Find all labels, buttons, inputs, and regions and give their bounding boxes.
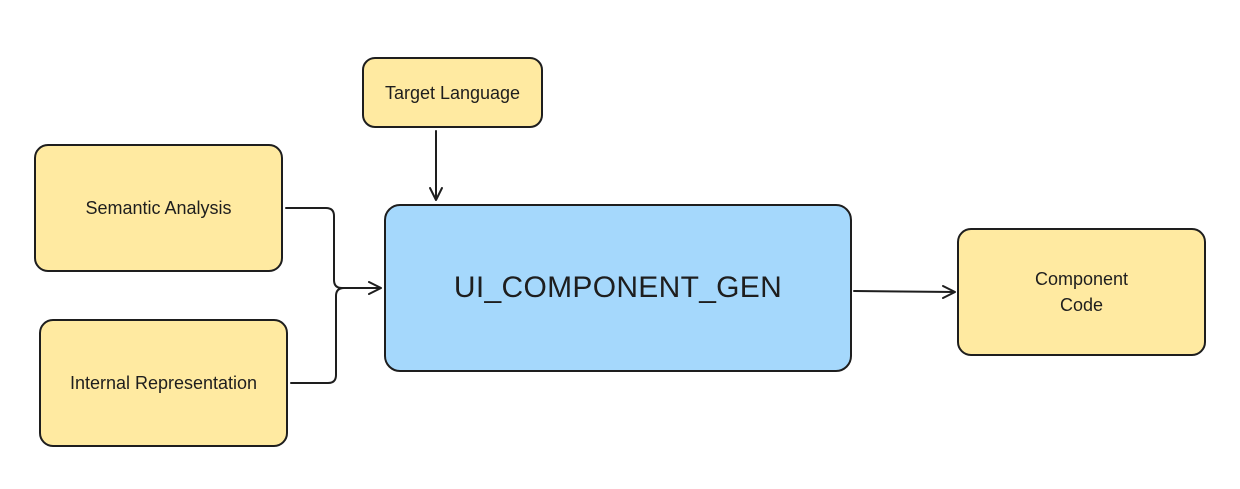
semantic-analysis-node[interactable]: Semantic Analysis (34, 144, 283, 272)
target-language-label: Target Language (384, 82, 521, 103)
internal-representation-node[interactable]: Internal Representation (39, 319, 288, 447)
edge-semantic-analysis-to-main (285, 207, 381, 289)
ui-component-gen-node[interactable]: UI_COMPONENT_GEN (384, 204, 852, 372)
arrowhead-component-code (942, 285, 956, 299)
ui-component-gen-label: UI_COMPONENT_GEN (453, 271, 783, 304)
edge-internal-representation-to-main (290, 287, 381, 384)
component-code-label: Component Code (1034, 269, 1129, 315)
arrowhead-target-language (429, 187, 443, 201)
component-code-node[interactable]: Component Code (957, 228, 1206, 356)
edge-main-to-component-code (853, 290, 955, 293)
target-language-node[interactable]: Target Language (362, 57, 543, 128)
arrowhead-main-input (368, 281, 382, 295)
internal-representation-label: Internal Representation (69, 373, 258, 393)
semantic-analysis-label: Semantic Analysis (85, 198, 232, 218)
